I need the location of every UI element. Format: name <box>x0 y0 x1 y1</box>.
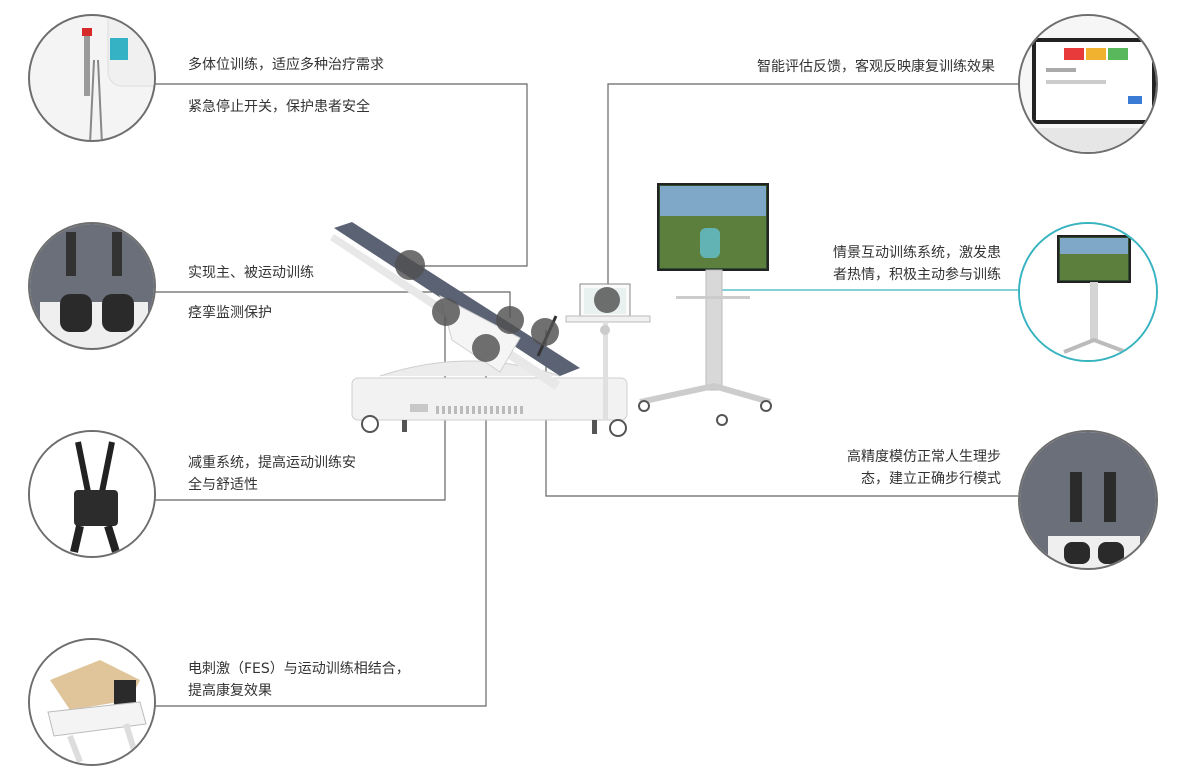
hub-dot-6 <box>594 287 620 313</box>
label-interactive-line1: 情景互动训练系统，激发患 <box>833 245 1001 261</box>
label-assessment: 智能评估反馈，客观反映康复训练效果 <box>757 59 995 75</box>
label-multi-position: 多体位训练，适应多种治疗需求 <box>188 57 384 73</box>
harness-icon <box>30 432 154 556</box>
fes-device-icon <box>30 640 154 764</box>
label-emergency-stop: 紧急停止开关，保护患者安全 <box>188 99 370 115</box>
label-gait-line2: 态，建立正确步行模式 <box>861 471 1001 487</box>
label-gait-line1: 高精度模仿正常人生理步 <box>847 449 1001 465</box>
emergency-stop-image <box>28 14 156 142</box>
hub-dot-5 <box>472 334 500 362</box>
label-fes-line2: 提高康复效果 <box>188 683 272 699</box>
hub-dot-1 <box>395 250 425 280</box>
label-fes-line1: 电刺激（FES）与运动训练相结合， <box>188 661 410 677</box>
pedal-image <box>28 222 156 350</box>
hub-dot-3 <box>496 306 524 334</box>
gait-pedal-image <box>1018 430 1158 570</box>
label-interactive-line2: 者热情，积极主动参与训练 <box>833 267 1001 283</box>
fes-device-image <box>28 638 156 766</box>
label-weight-support-line1: 减重系统，提高运动训练安 <box>188 455 356 471</box>
connector-assessment <box>607 83 1018 300</box>
pedal-icon <box>30 224 154 348</box>
gait-pedal-icon <box>1020 432 1156 568</box>
monitor-stand-device <box>638 183 772 426</box>
label-weight-support-line2: 全与舒适性 <box>188 477 258 493</box>
tablet-screen-icon <box>1020 16 1156 152</box>
harness-image <box>28 430 156 558</box>
tilt-table-device <box>330 222 628 437</box>
label-active-passive: 实现主、被运动训练 <box>188 265 314 281</box>
connector-fes <box>152 348 487 707</box>
label-spasm-monitor: 痉挛监测保护 <box>188 305 272 321</box>
assessment-screen-image <box>1018 14 1158 154</box>
hub-dot-4 <box>531 318 559 346</box>
connector-multi-position <box>154 83 528 267</box>
hub-dot-2 <box>432 298 460 326</box>
interactive-monitor-image <box>1018 222 1158 362</box>
emergency-stop-icon <box>82 16 154 140</box>
monitor-stand-icon <box>1020 224 1156 360</box>
